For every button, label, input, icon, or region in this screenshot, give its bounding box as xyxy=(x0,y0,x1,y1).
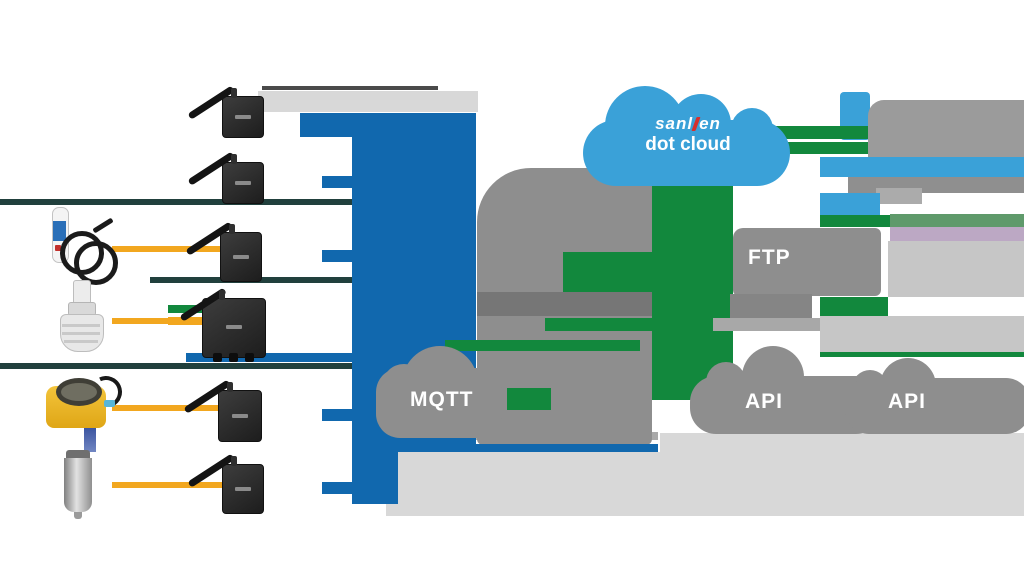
radar-rib xyxy=(64,340,98,343)
sensor-cable-vertical xyxy=(84,428,96,452)
probe-red-mark xyxy=(55,245,61,251)
dashboard-gray-band xyxy=(848,177,1024,193)
sensor-water-level-probe xyxy=(46,205,118,285)
api-label-left: API xyxy=(745,390,784,413)
datalogger-2 xyxy=(187,151,264,204)
antenna-cable-line xyxy=(262,86,438,90)
logger-label-badge xyxy=(235,181,251,185)
cable-coil-icon xyxy=(74,241,118,285)
network-trunk-tail xyxy=(352,452,398,504)
datalogger-3 xyxy=(185,221,262,282)
ftp-server-box xyxy=(733,228,881,296)
green-stub-right xyxy=(820,297,888,316)
background-band-bottom-middle xyxy=(386,452,660,516)
datalogger-5 xyxy=(183,379,262,442)
dashboard-purple-row xyxy=(890,227,1024,241)
dashboard-blue-band xyxy=(820,157,1024,177)
background-band-top xyxy=(258,91,478,112)
antenna-mount xyxy=(219,290,225,300)
piezo-tip xyxy=(74,512,82,519)
ftp-server-pedestal xyxy=(730,294,812,318)
tilt-connector xyxy=(104,400,115,407)
datalogger-6 xyxy=(187,453,264,514)
antenna-mount xyxy=(227,382,233,392)
sensor-stub-green xyxy=(168,305,204,313)
logger-label-badge xyxy=(233,254,249,259)
logo-text-prefix: sanl xyxy=(655,114,694,133)
cable-gland xyxy=(229,353,238,362)
dot-cloud-label: dot cloud xyxy=(645,134,731,155)
ground-line xyxy=(0,363,352,369)
platform-shade-band xyxy=(477,292,652,316)
radar-rib xyxy=(62,324,100,327)
logger-label-badge xyxy=(235,115,251,119)
antenna-mount xyxy=(231,456,237,466)
logger-label-badge xyxy=(226,325,242,330)
sensor-cable-line xyxy=(112,318,204,324)
dashboard-gray-block-2 xyxy=(820,316,1024,352)
sensor-stub-yellow xyxy=(168,317,204,325)
antenna-mount xyxy=(231,154,237,164)
logger-label-badge xyxy=(232,413,248,418)
network-stub-logger6 xyxy=(322,482,354,494)
api-label-right: API xyxy=(888,390,927,413)
piezo-cap xyxy=(66,450,90,459)
antenna-mount xyxy=(229,224,235,234)
sensor-cable-line xyxy=(112,405,220,411)
network-stub-logger3 xyxy=(322,250,354,262)
mqtt-cloud xyxy=(376,368,502,438)
background-band-bottom-right xyxy=(660,433,1024,516)
dashboard-panel xyxy=(868,100,1024,158)
dashboard-green-row xyxy=(820,215,890,227)
dashboard-gray-block xyxy=(888,241,1024,297)
ftp-label: FTP xyxy=(748,246,791,269)
green-stub-mqtt xyxy=(507,388,551,410)
cable-end xyxy=(92,217,114,234)
dashboard-blue-block xyxy=(820,193,880,217)
api-cloud-right xyxy=(845,378,1024,434)
green-link-cloud-panel-1 xyxy=(766,126,868,139)
green-link-mid xyxy=(445,340,640,351)
network-arm-bottom xyxy=(460,444,658,452)
datalogger-1 xyxy=(187,85,264,138)
ground-line xyxy=(0,199,352,205)
antenna-icon xyxy=(187,151,235,186)
antenna-icon xyxy=(187,85,235,120)
piezo-body xyxy=(64,458,92,512)
sensor-piezometer xyxy=(64,450,92,520)
probe-label-stripe xyxy=(53,221,66,241)
antenna-mount xyxy=(231,88,237,98)
logger-label-badge xyxy=(235,486,251,491)
green-line-right xyxy=(820,352,1024,357)
cable-gland xyxy=(213,353,222,362)
sensor-radar-level xyxy=(58,280,104,352)
sensor-cable-line xyxy=(112,246,222,252)
datalogger-4-gateway xyxy=(179,287,266,362)
network-stub-logger5 xyxy=(322,409,354,421)
network-arm-top xyxy=(300,113,354,137)
network-stub-logger2 xyxy=(322,176,354,188)
network-line-logger4 xyxy=(186,353,354,362)
mqtt-label: MQTT xyxy=(410,388,474,411)
tilt-top-port xyxy=(56,378,102,406)
logo-text-suffix: en xyxy=(699,114,721,133)
cable-gland xyxy=(245,353,254,362)
dashboard-tab xyxy=(876,188,922,204)
radar-rib xyxy=(62,332,100,335)
cloud-body xyxy=(583,120,790,186)
sensor-tilt-yellow xyxy=(46,371,127,432)
dashboard-green-row-muted xyxy=(890,214,1024,227)
sensor-cable-line xyxy=(112,482,224,488)
green-link-platform xyxy=(563,252,655,292)
